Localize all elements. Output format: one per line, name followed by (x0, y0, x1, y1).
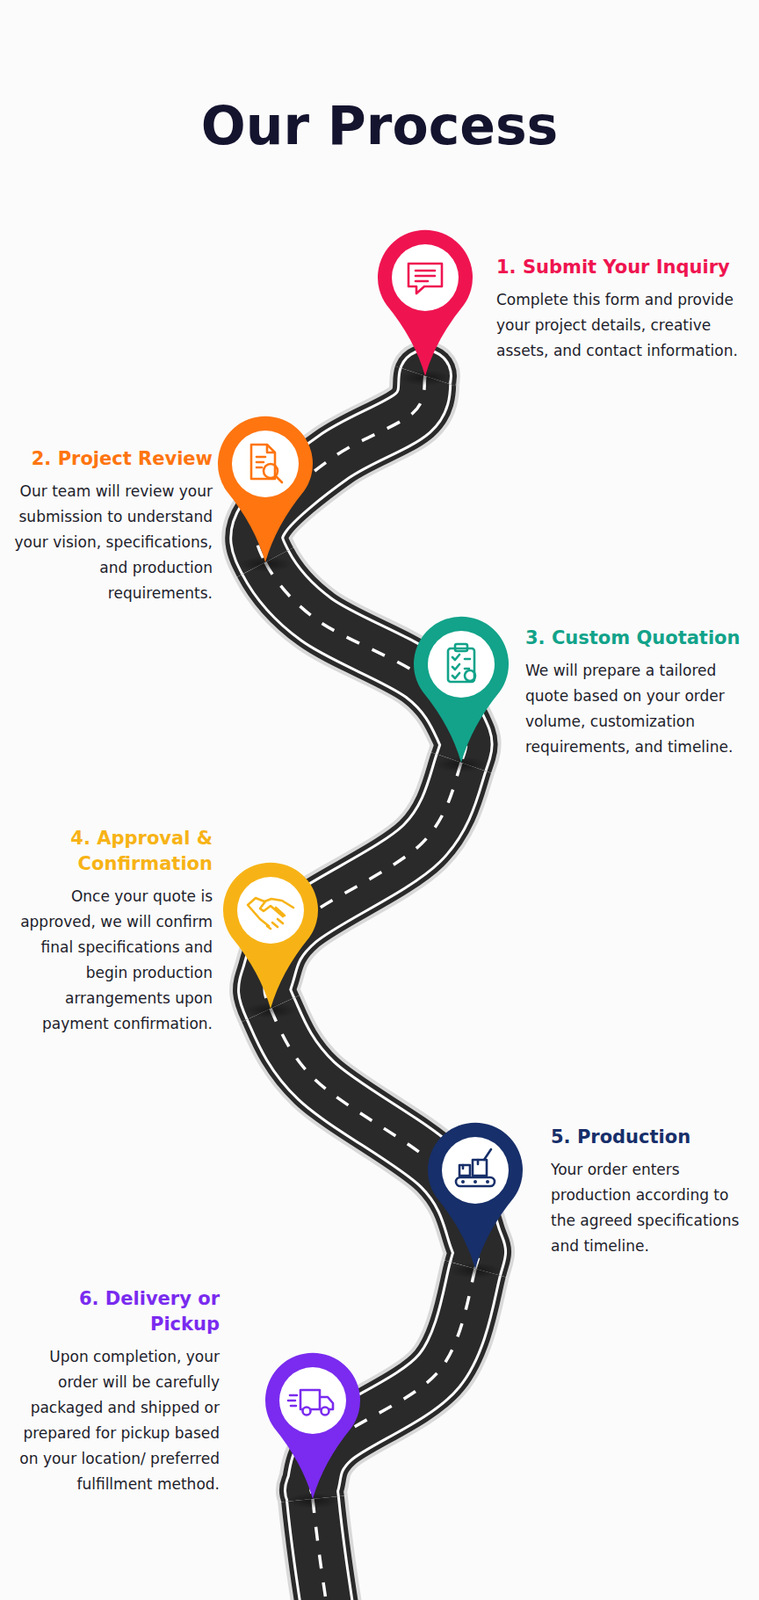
map-pin (213, 852, 328, 1029)
process-step: 1. Submit Your InquiryComplete this form… (496, 254, 745, 364)
map-pin (404, 607, 519, 783)
process-step: 5. ProductionYour order enters productio… (550, 1124, 752, 1259)
step-heading: 6. Delivery or Pickup (12, 1286, 220, 1338)
step-description: We will prepare a tailored quote based o… (525, 657, 752, 760)
step-description: Upon completion, your order will be care… (12, 1344, 220, 1497)
page-title: Our Process (0, 94, 759, 157)
map-pin (255, 1343, 370, 1519)
step-heading: 5. Production (550, 1124, 752, 1150)
step-heading: 1. Submit Your Inquiry (496, 254, 745, 281)
step-heading: 4. Approval & Confirmation (7, 825, 213, 877)
step-description: Your order enters production according t… (550, 1156, 752, 1259)
step-description: Once your quote is approved, we will con… (7, 883, 213, 1037)
step-heading: 3. Custom Quotation (525, 625, 752, 651)
step-description: Our team will review your submission to … (12, 478, 213, 607)
process-step: 6. Delivery or PickupUpon completion, yo… (12, 1286, 220, 1497)
process-step: 4. Approval & ConfirmationOnce your quot… (7, 825, 213, 1037)
map-pin (418, 1113, 533, 1289)
step-description: Complete this form and provide your proj… (496, 287, 745, 364)
road-tail (312, 1498, 334, 1600)
map-pin (208, 406, 323, 583)
map-pin (368, 220, 483, 397)
step-heading: 2. Project Review (12, 446, 213, 472)
process-step: 2. Project ReviewOur team will review yo… (12, 446, 213, 607)
process-step: 3. Custom Quotation We will prepare a tai… (525, 625, 752, 760)
